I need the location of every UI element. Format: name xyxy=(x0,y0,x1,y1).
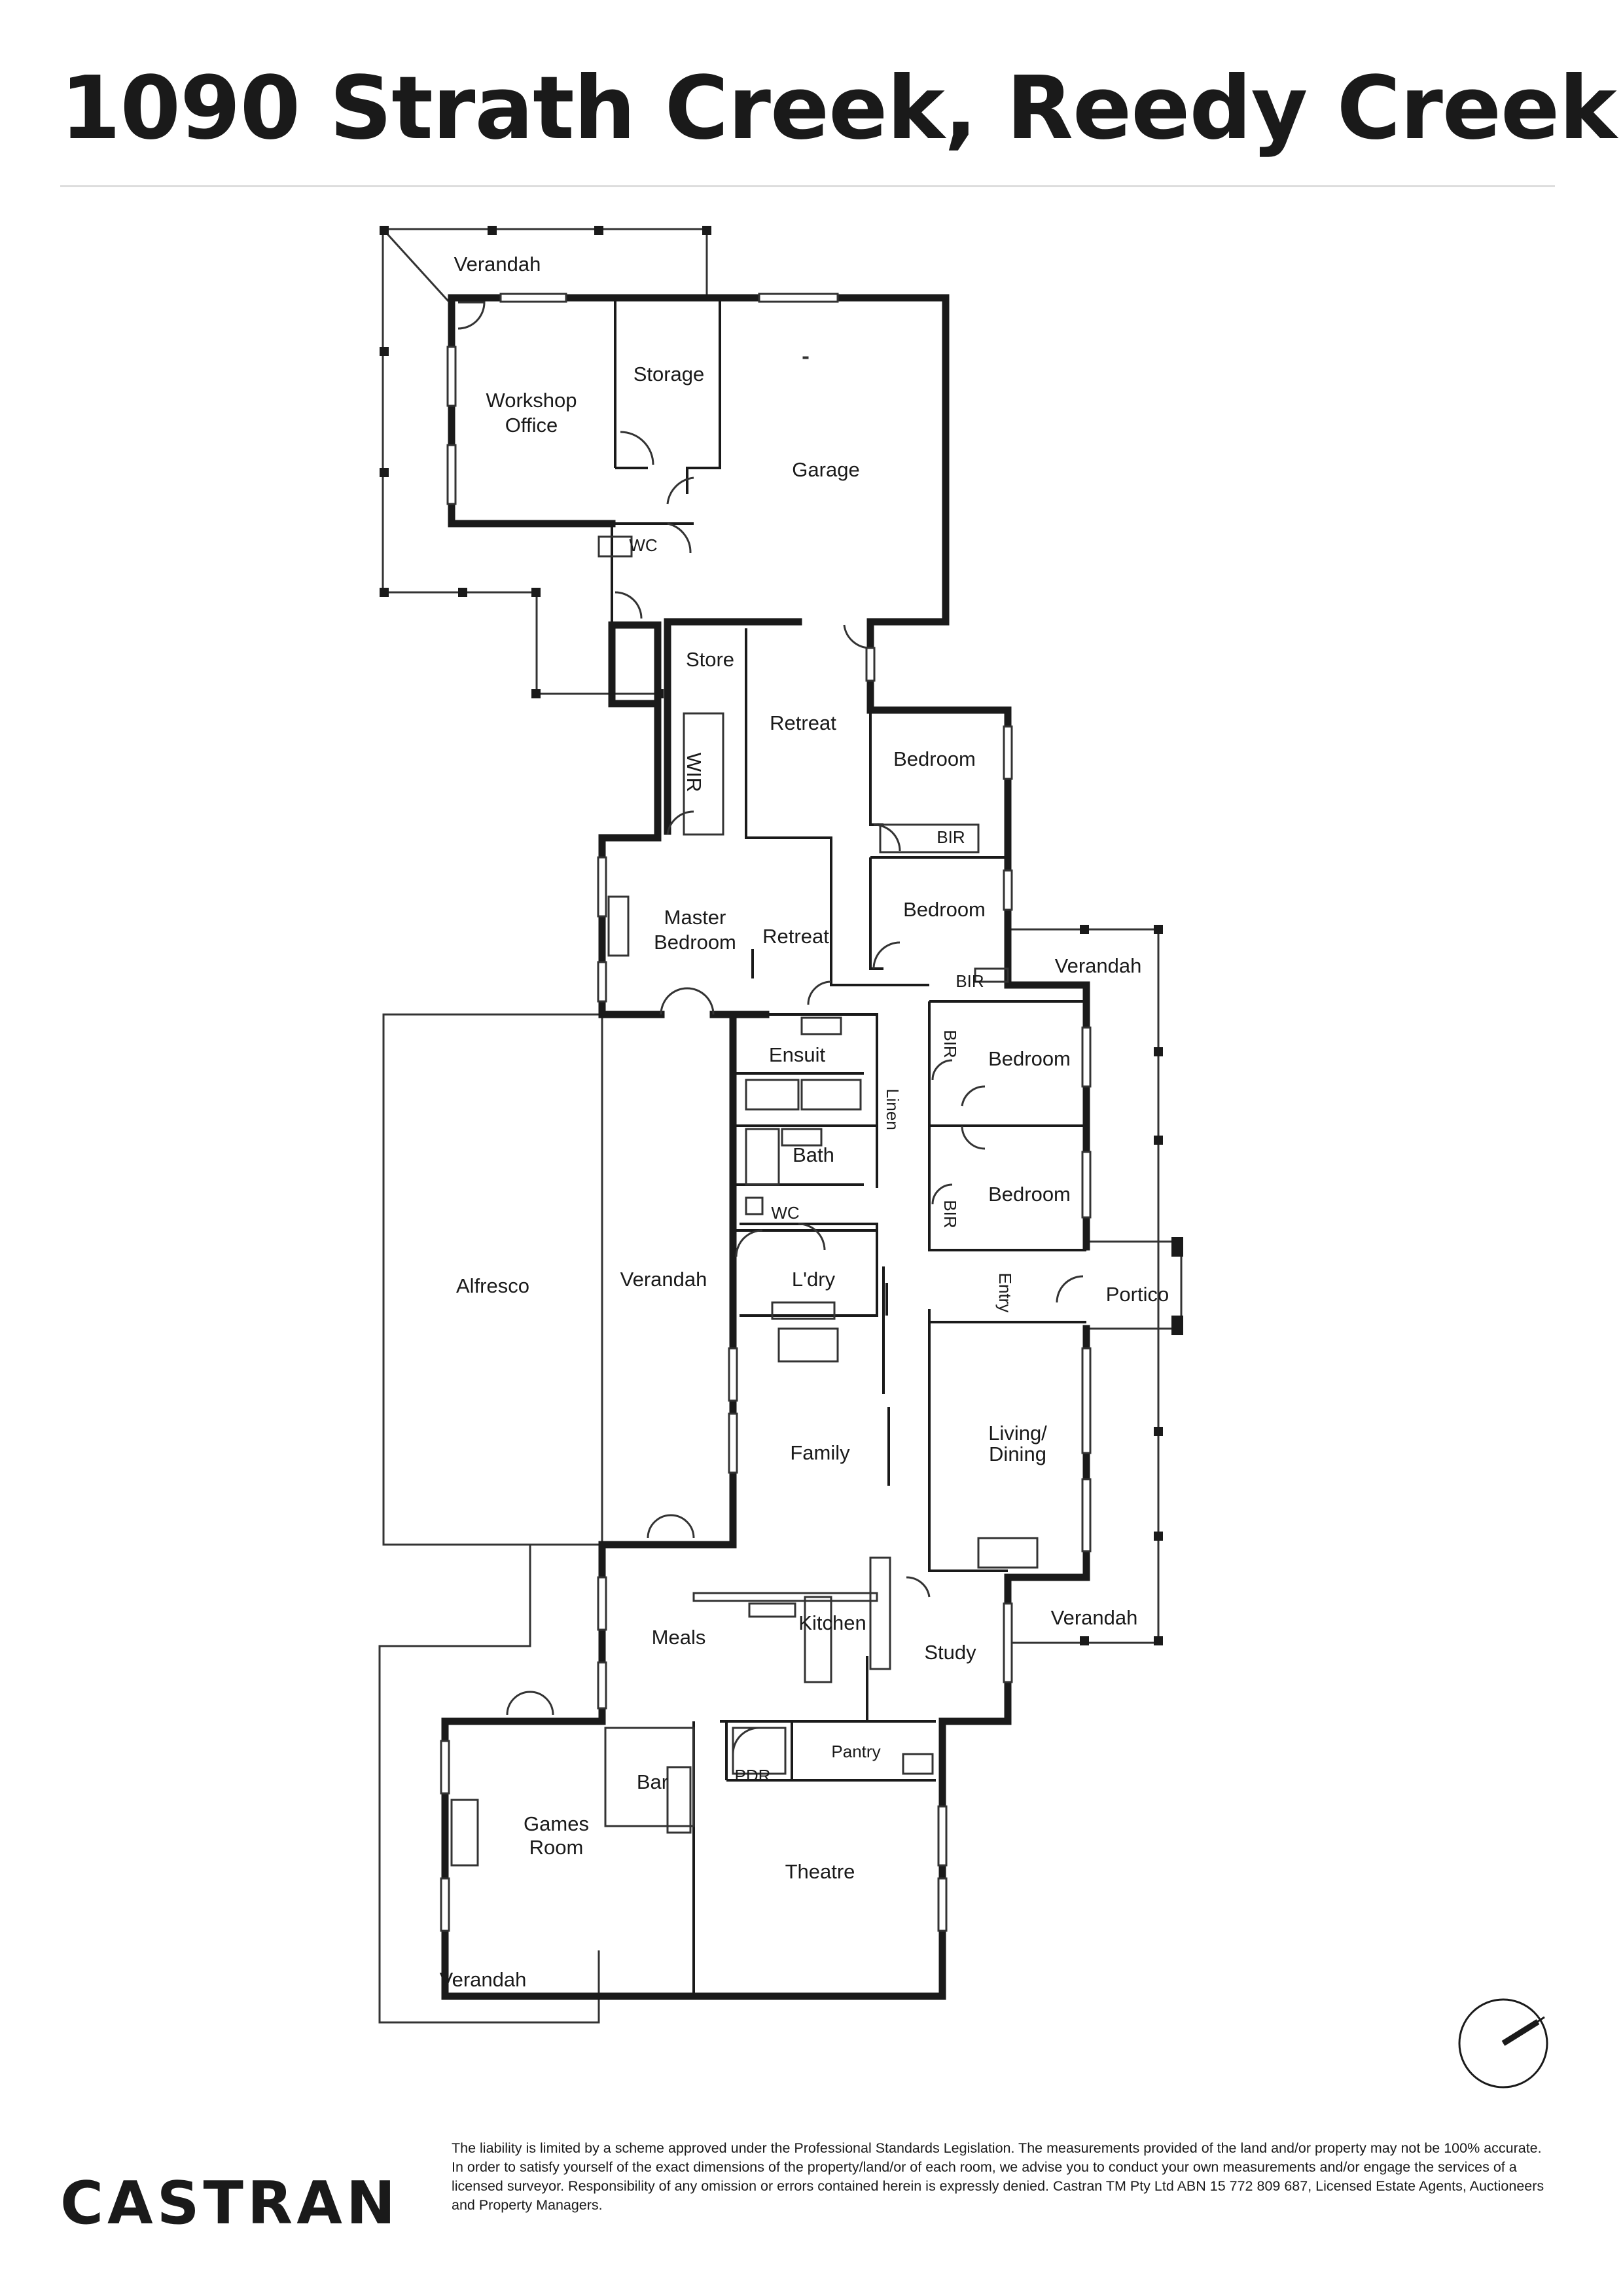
room-kitchen: Kitchen xyxy=(798,1611,866,1634)
room-bedroom-2: Bedroom xyxy=(903,898,986,921)
page-title: 1090 Strath Creek, Reedy Creek xyxy=(60,58,1617,159)
room-wir: WIR xyxy=(683,753,705,792)
disclaimer-text: The liability is limited by a scheme app… xyxy=(452,2140,1544,2213)
room-bir-4: BIR xyxy=(940,1200,960,1228)
room-theatre: Theatre xyxy=(785,1860,855,1883)
room-games-room-line1: Games xyxy=(524,1812,589,1835)
room-verandah-south: Verandah xyxy=(440,1968,527,1991)
room-verandah-top: Verandah xyxy=(454,253,541,276)
room-alfresco: Alfresco xyxy=(456,1274,529,1297)
room-retreat-upper: Retreat xyxy=(770,711,836,734)
room-study: Study xyxy=(924,1641,976,1664)
room-wc-garage: WC xyxy=(629,535,657,555)
room-meals: Meals xyxy=(652,1626,706,1649)
room-living-dining-line1: Living/ xyxy=(988,1422,1047,1444)
room-family: Family xyxy=(790,1441,850,1464)
room-workshop-office-line2: Office xyxy=(505,414,558,437)
windows xyxy=(440,293,1092,1932)
room-bedroom-3: Bedroom xyxy=(988,1047,1071,1070)
room-portico: Portico xyxy=(1106,1283,1169,1306)
room-bir-3: BIR xyxy=(940,1030,960,1058)
room-storage: Storage xyxy=(633,363,705,386)
room-pdr: PDR xyxy=(735,1766,771,1785)
room-labels: Verandah Workshop Office Storage Garage … xyxy=(440,253,1169,1991)
room-store: Store xyxy=(686,648,734,671)
room-bar: Bar xyxy=(637,1770,668,1793)
room-workshop-office-line1: Workshop xyxy=(486,389,577,412)
room-bedroom-4: Bedroom xyxy=(988,1183,1071,1206)
room-wc-bath: WC xyxy=(771,1203,799,1223)
interior-walls xyxy=(611,301,1086,1996)
room-entry: Entry xyxy=(995,1273,1015,1313)
room-pantry: Pantry xyxy=(831,1742,880,1761)
north-arrow-icon xyxy=(1458,1998,1548,2089)
room-laundry: L'dry xyxy=(792,1268,836,1291)
brand-logo: CASTRAN xyxy=(60,2169,400,2238)
room-linen: Linen xyxy=(883,1088,902,1130)
room-garage: Garage xyxy=(792,458,859,481)
room-verandah-west: Verandah xyxy=(620,1268,707,1291)
room-retreat-master: Retreat xyxy=(762,925,829,948)
room-master-bedroom-line2: Bedroom xyxy=(654,931,736,954)
exterior-walls xyxy=(441,294,1090,2000)
fixtures xyxy=(450,356,1039,1867)
verandah-posts xyxy=(380,226,1183,1645)
room-bedroom-1: Bedroom xyxy=(893,747,976,770)
room-ensuit: Ensuit xyxy=(769,1043,826,1066)
title-divider xyxy=(60,185,1555,187)
room-master-bedroom-line1: Master xyxy=(664,906,726,929)
room-verandah-east: Verandah xyxy=(1055,954,1142,977)
room-bath: Bath xyxy=(793,1143,834,1166)
room-games-room-line2: Room xyxy=(529,1836,584,1859)
room-bir-1: BIR xyxy=(936,827,965,847)
room-verandah-southeast: Verandah xyxy=(1051,1606,1138,1629)
doors xyxy=(457,301,1084,1755)
room-living-dining-line2: Dining xyxy=(989,1443,1046,1465)
room-bir-2: BIR xyxy=(955,971,984,991)
